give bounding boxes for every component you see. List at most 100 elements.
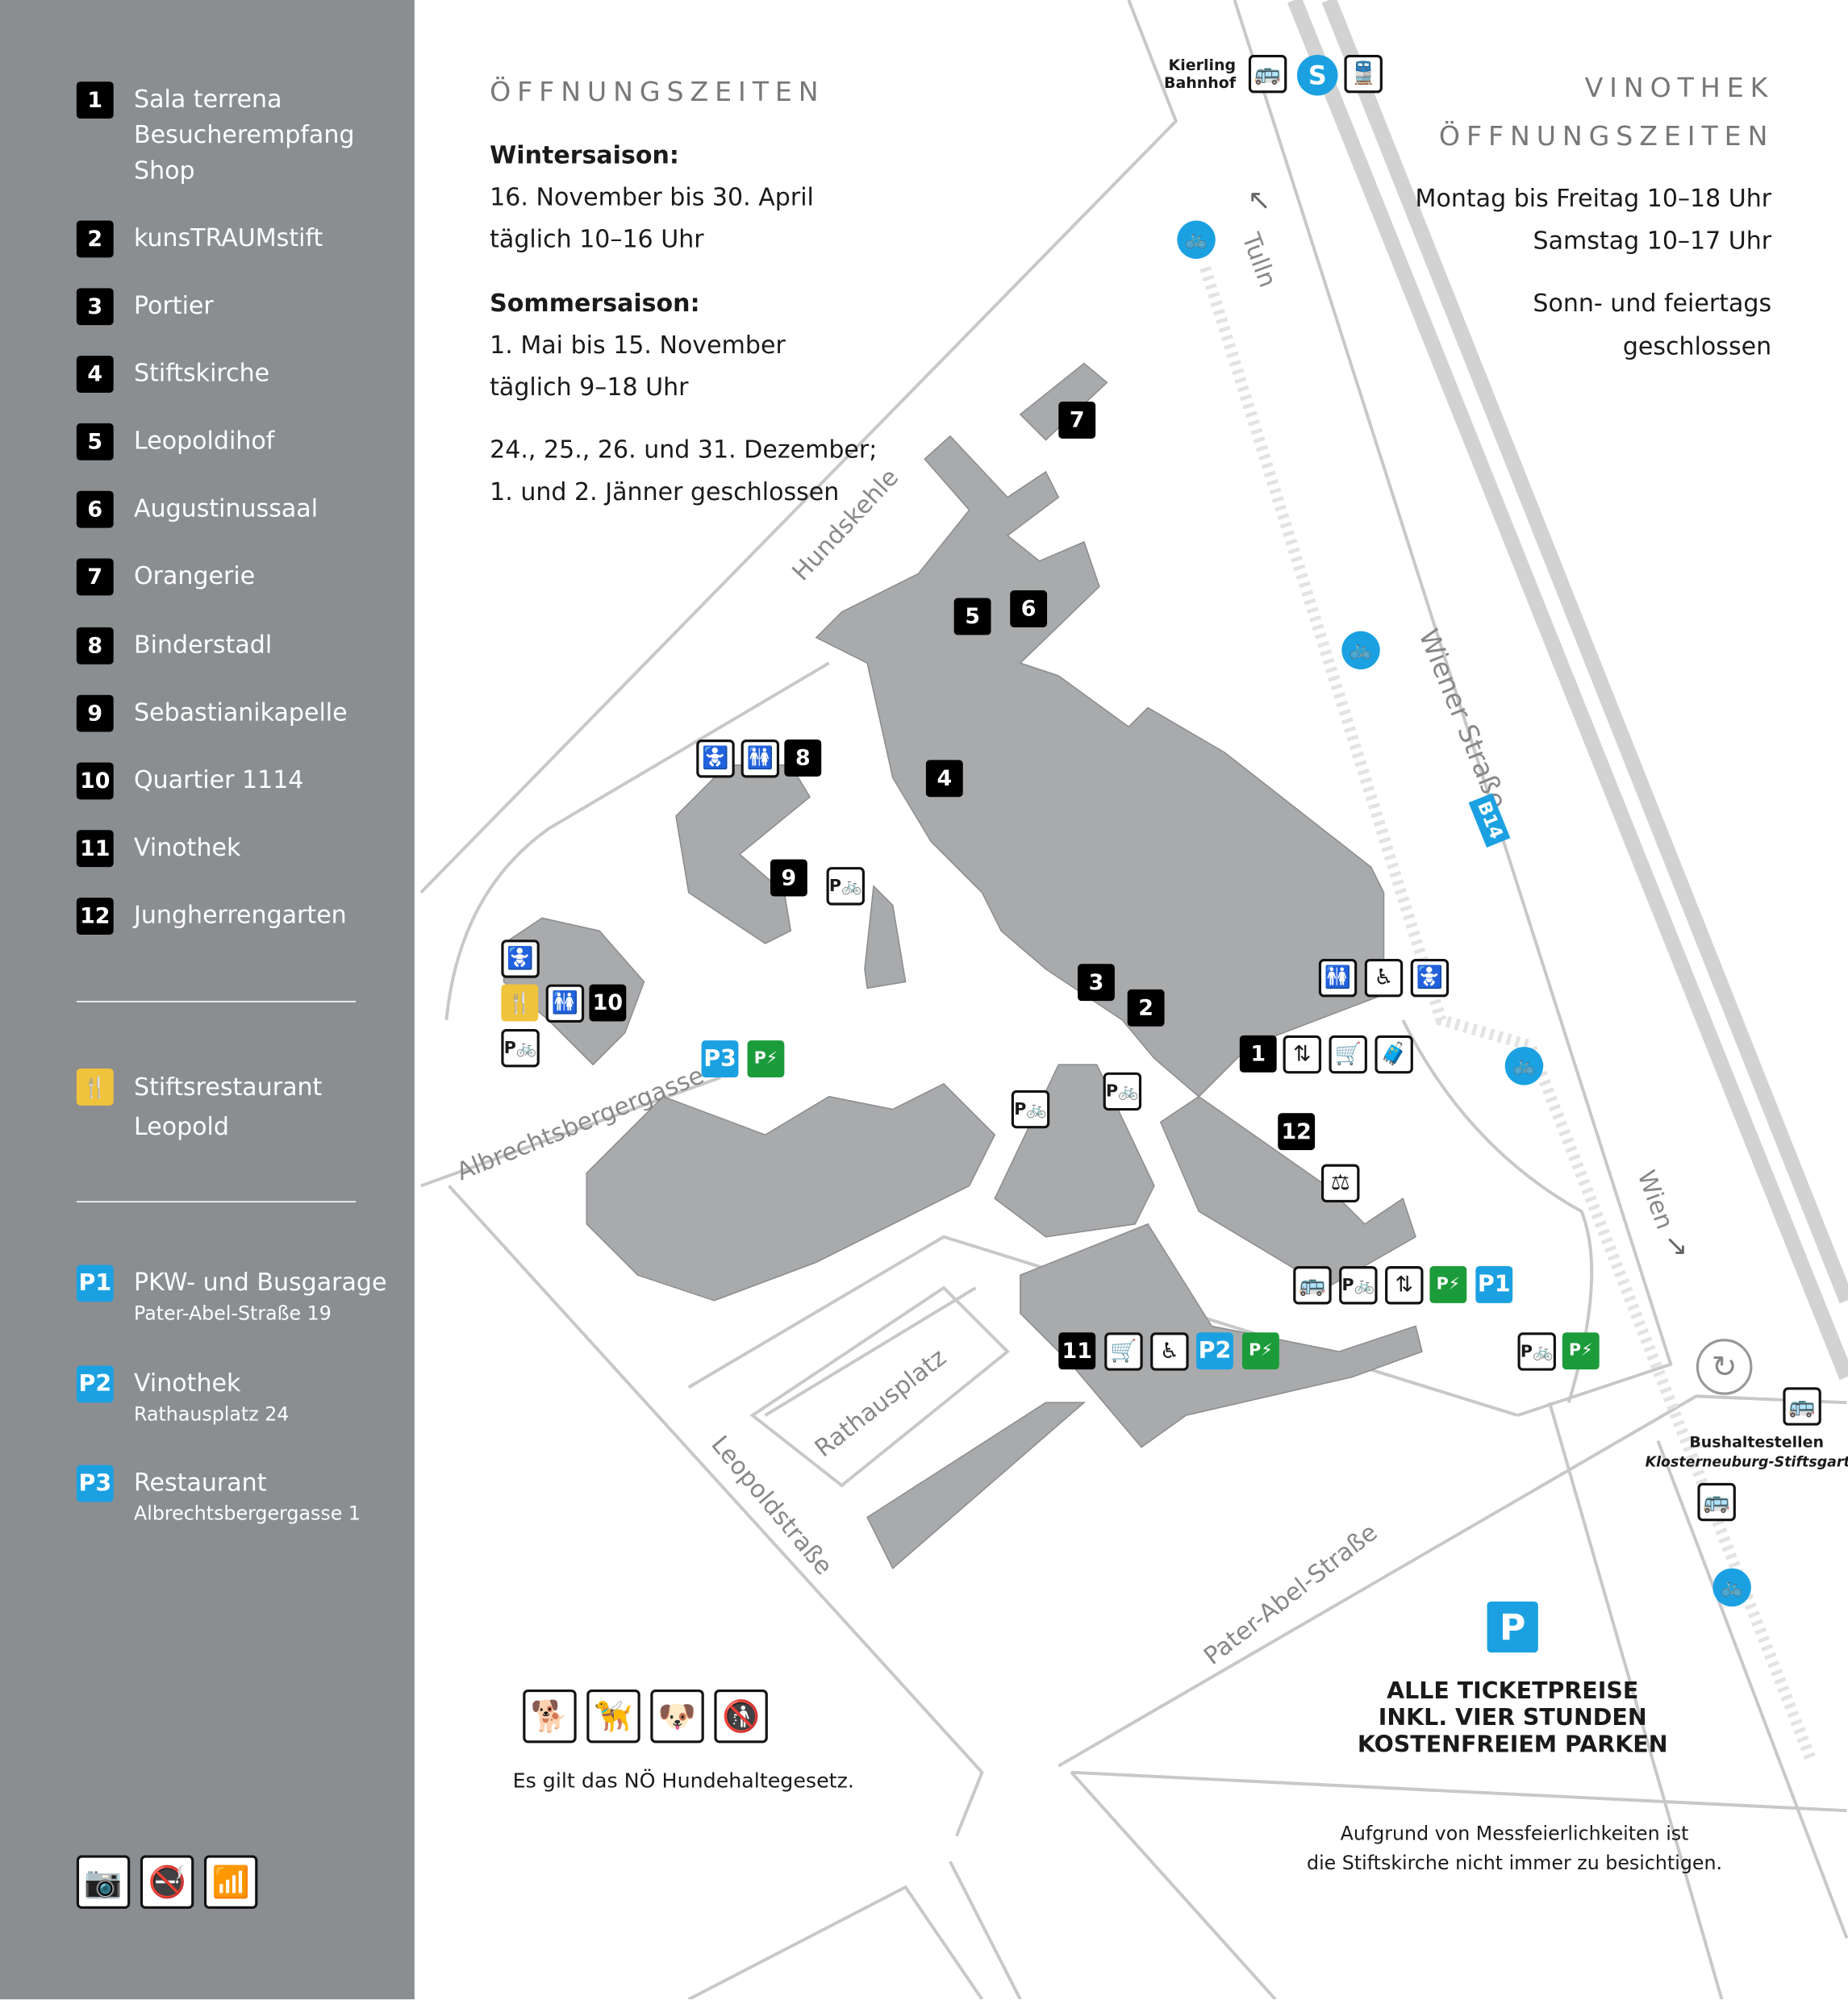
map-marker-6[interactable]: 6	[1010, 590, 1048, 627]
map-marker-5[interactable]: 5	[953, 598, 991, 635]
opening-heading: ÖFFNUNGSZEITEN	[490, 76, 825, 107]
arrow-up-icon: ↖	[1247, 185, 1271, 217]
vinothek-closed: geschlossen	[1622, 332, 1772, 361]
ev-charging-icon: P⚡	[747, 1040, 785, 1078]
parking-icon: P	[1487, 1601, 1538, 1653]
baby-change-icon: 🚼	[501, 940, 540, 978]
locker-icon: 🧳	[1375, 1035, 1413, 1074]
map-marker-2[interactable]: 2	[1127, 989, 1165, 1027]
bike-parking-icon: P🚲	[826, 867, 865, 906]
legend-label: Vinothek	[134, 834, 241, 862]
legend-item-10[interactable]: 10 Quartier 1114	[76, 762, 304, 800]
legend-label: Orangerie	[134, 562, 256, 591]
closed-days-1: 24., 25., 26. und 31. Dezember;	[490, 435, 878, 465]
station-label: Kierling Bahnhof	[1164, 56, 1237, 92]
shop-cart-icon: 🛒	[1104, 1332, 1143, 1371]
map-marker-12[interactable]: 12	[1278, 1113, 1316, 1151]
map-marker-7[interactable]: 7	[1058, 402, 1096, 439]
legend-restaurant[interactable]: 🍴 Stiftsrestaurant Leopold	[76, 1068, 322, 1148]
legend-label: Leopoldihof	[134, 427, 275, 456]
map-marker-4[interactable]: 4	[925, 760, 963, 798]
arrow-down-icon: ↘	[1664, 1230, 1688, 1263]
bike-parking-icon: P🚲	[501, 1028, 540, 1068]
number-badge: 12	[76, 898, 114, 935]
map-marker-10[interactable]: 10	[589, 984, 627, 1022]
parking-badge: P3	[76, 1465, 114, 1502]
toilet-icon: 🚻	[1318, 958, 1358, 998]
fork-knife-icon: 🍴	[76, 1068, 114, 1106]
map-marker-9[interactable]: 9	[770, 859, 807, 897]
bus-stop-icon: 🚌	[1248, 54, 1287, 94]
bus-icon: 🚌	[1293, 1266, 1332, 1305]
parking-title: Restaurant	[134, 1469, 267, 1498]
summer-title: Sommersaison:	[490, 289, 700, 318]
bike-icon: 🚲	[1504, 1047, 1544, 1085]
map-marker-8[interactable]: 8	[784, 740, 822, 777]
number-badge: 7	[76, 558, 114, 596]
summer-dates: 1. Mai bis 15. November	[490, 331, 786, 360]
parking-p2-badge: P2	[1196, 1332, 1233, 1370]
bike-icon: 🚲	[1341, 631, 1380, 670]
legend-item-5[interactable]: 5 Leopoldihof	[76, 423, 275, 460]
accessible-wc-icon: ♿	[1150, 1332, 1189, 1371]
parking-note-line: INKL. VIER STUNDEN	[1378, 1704, 1647, 1732]
bike-parking-icon: P🚲	[1339, 1266, 1378, 1305]
toilet-icon: 🚻	[740, 740, 780, 778]
map-marker-1[interactable]: 1	[1239, 1035, 1277, 1073]
map-canvas	[419, 0, 1848, 2000]
playground-icon: ⚖	[1321, 1164, 1360, 1202]
roundabout-icon: ↻	[1696, 1339, 1753, 1395]
winter-dates: 16. November bis 30. April	[490, 183, 814, 212]
vinothek-saturday: Samstag 10–17 Uhr	[1533, 227, 1772, 256]
parking-note-line: ALLE TICKETPREISE	[1387, 1677, 1639, 1705]
legend-label: Quartier 1114	[134, 766, 304, 795]
bus-stops-name: Klosterneuburg-Stiftsgarten	[1645, 1453, 1848, 1471]
number-badge: 6	[76, 490, 114, 528]
number-badge: 10	[76, 762, 114, 800]
s-bahn-icon: S	[1296, 54, 1338, 96]
number-badge: 8	[76, 627, 114, 665]
vinothek-subheading: ÖFFNUNGSZEITEN	[1438, 121, 1775, 152]
no-dogs-icon: 🐕	[523, 1689, 577, 1744]
number-badge: 3	[76, 288, 114, 326]
map-marker-3[interactable]: 3	[1078, 964, 1115, 1002]
map-marker-11[interactable]: 11	[1058, 1332, 1096, 1370]
bus-stop-icon: 🚌	[1697, 1482, 1736, 1522]
church-note: Aufgrund von Messfeierlichkeiten ist	[1340, 1822, 1689, 1845]
ev-charging-icon: P⚡	[1241, 1332, 1279, 1370]
dog-muzzle-icon: 🐶	[650, 1689, 704, 1744]
summer-hours: täglich 9–18 Uhr	[490, 373, 689, 402]
number-badge: 5	[76, 423, 114, 460]
dog-law-note: Es gilt das NÖ Hundehaltegesetz.	[512, 1768, 854, 1794]
train-icon: 🚆	[1344, 54, 1383, 94]
parking-p1-badge: P1	[1475, 1266, 1513, 1303]
ev-charging-icon: P⚡	[1562, 1332, 1600, 1370]
legend-label: Portier	[134, 292, 214, 320]
bike-icon: 🚲	[1712, 1568, 1751, 1607]
bus-stop-icon: 🚌	[1783, 1387, 1821, 1426]
vinothek-heading: VINOTHEK	[1584, 73, 1775, 104]
parking-badge: P2	[76, 1365, 114, 1403]
vinothek-sunday: Sonn- und feiertags	[1533, 289, 1772, 318]
legend-item-7[interactable]: 7 Orangerie	[76, 558, 256, 596]
legend-item-3[interactable]: 3 Portier	[76, 288, 214, 326]
divider	[76, 1201, 357, 1202]
toilet-icon: 🚻	[545, 984, 585, 1023]
wifi-icon: 📶	[203, 1855, 258, 1909]
ev-charging-icon: P⚡	[1429, 1266, 1467, 1303]
legend-label: Sebastianikapelle	[134, 698, 348, 727]
number-badge: 4	[76, 356, 114, 393]
parking-address: Pater-Abel-Straße 19	[134, 1302, 332, 1325]
